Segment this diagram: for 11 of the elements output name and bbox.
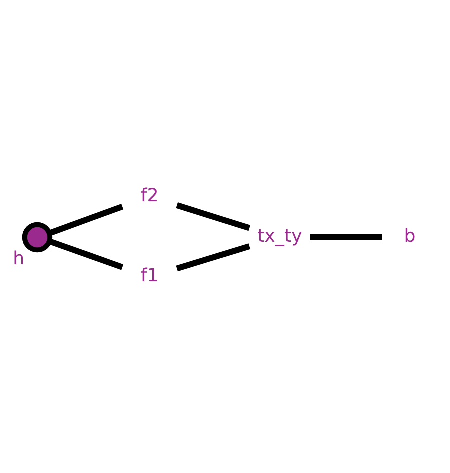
connector — [48, 203, 124, 236]
node-label: h — [13, 248, 25, 270]
node-text: b — [404, 225, 416, 246]
connector — [176, 243, 251, 272]
node-text: f1 — [140, 264, 159, 286]
connector — [48, 238, 124, 270]
connector — [310, 234, 382, 240]
node-circle — [22, 222, 53, 252]
connector — [176, 202, 251, 231]
node-text: tx_ty — [258, 225, 302, 246]
node-text: f2 — [140, 185, 159, 206]
